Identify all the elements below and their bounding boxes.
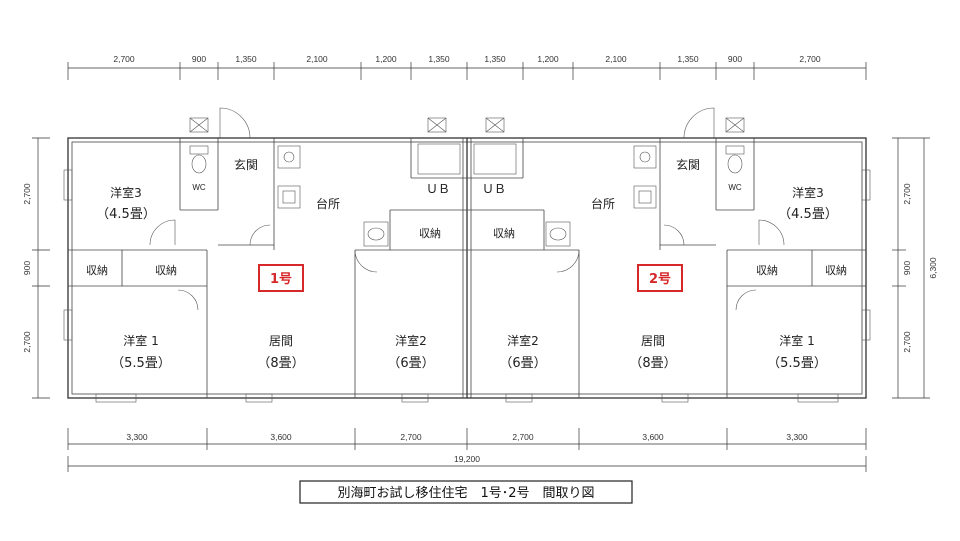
dim-top-12: 2,700 — [799, 54, 821, 64]
left-unit-labels: 洋室3 （4.5畳） WC 玄関 台所 収納 収納 洋室 1 （5.5畳） 居間… — [86, 157, 450, 371]
room-western3-label: 洋室3 — [792, 185, 824, 200]
room-kitchen-label: 台所 — [591, 196, 615, 211]
room-wc-label: WC — [728, 183, 742, 192]
dim-top-10: 1,350 — [677, 54, 699, 64]
room-wc-label: WC — [192, 183, 206, 192]
room-western1-label: 洋室 1 — [123, 333, 158, 348]
room-storage-b-label: 収納 — [155, 264, 177, 277]
right-dimension-line: 2,700 900 2,700 6,300 — [892, 137, 938, 399]
dim-bottom-1: 3,300 — [126, 432, 148, 442]
room-western2-label: 洋室2 — [395, 333, 427, 348]
room-western3-size: （4.5畳） — [778, 207, 838, 222]
dim-top-1: 2,700 — [113, 54, 135, 64]
dim-right-3: 2,700 — [902, 331, 912, 353]
bottom-dimension-line: 3,300 3,600 2,700 2,700 3,600 3,300 19,2… — [67, 428, 867, 472]
stove-icon — [277, 145, 301, 169]
sink-icon — [277, 185, 301, 209]
caption-box: 別海町お試し移住住宅 1号･2号 間取り図 — [299, 480, 633, 504]
room-western1-label: 洋室 1 — [779, 333, 814, 348]
room-storage-b-label: 収納 — [825, 264, 847, 277]
wash-basin-icon — [545, 221, 571, 247]
right-unit-labels: 洋室3 （4.5畳） WC 玄関 台所 収納 収納 洋室 1 （5.5畳） 居間… — [482, 157, 847, 371]
room-western1-size: （5.5畳） — [111, 356, 171, 371]
dim-left-1: 2,700 — [22, 183, 32, 205]
room-western1-size: （5.5畳） — [767, 356, 827, 371]
room-western3-label: 洋室3 — [110, 185, 142, 200]
windows — [63, 169, 871, 403]
room-living-label: 居間 — [269, 334, 293, 348]
fixtures — [189, 117, 745, 247]
bathtub-icon — [473, 143, 517, 175]
room-ub-label: ＵＢ — [482, 182, 506, 196]
dim-bottom-6: 3,300 — [786, 432, 808, 442]
room-storage-c-label: 収納 — [419, 227, 441, 240]
dim-top-5: 1,200 — [375, 54, 397, 64]
room-storage-a-label: 収納 — [86, 264, 108, 277]
dim-top-3: 1,350 — [235, 54, 257, 64]
caption-title: 別海町お試し移住住宅 1号･2号 間取り図 — [337, 485, 594, 501]
dim-bottom-2: 3,600 — [270, 432, 292, 442]
sink-icon — [633, 185, 657, 209]
dim-left-2: 900 — [22, 261, 32, 275]
room-western2-label: 洋室2 — [507, 333, 539, 348]
room-western2-size: （6畳） — [387, 356, 434, 371]
top-dimension-line: 2,700 900 1,350 2,100 1,200 1,350 1,350 … — [67, 54, 867, 80]
vent-icon — [189, 117, 209, 133]
dim-top-4: 2,100 — [306, 54, 328, 64]
dim-left-3: 2,700 — [22, 331, 32, 353]
dim-bottom-5: 3,600 — [642, 432, 664, 442]
vent-icon — [427, 117, 447, 133]
room-ub-label: ＵＢ — [426, 182, 450, 196]
dim-top-11: 900 — [728, 54, 742, 64]
left-dimension-line: 2,700 900 2,700 — [22, 137, 50, 399]
stove-icon — [633, 145, 657, 169]
dim-bottom-3: 2,700 — [400, 432, 422, 442]
vent-icon — [725, 117, 745, 133]
room-storage-c-label: 収納 — [493, 227, 515, 240]
dim-bottom-total: 19,200 — [454, 454, 480, 464]
room-living-label: 居間 — [641, 334, 665, 348]
room-western3-size: （4.5畳） — [96, 207, 156, 222]
unit-2-label: 2号 — [649, 272, 671, 287]
unit-1-badge: 1号 — [258, 264, 304, 292]
dim-right-2: 900 — [902, 261, 912, 275]
doors — [149, 107, 785, 311]
bathtub-icon — [417, 143, 461, 175]
dim-top-9: 2,100 — [605, 54, 627, 64]
dim-right-1: 2,700 — [902, 183, 912, 205]
room-living-size: （8畳） — [629, 356, 676, 371]
room-entrance-label: 玄関 — [234, 157, 258, 172]
dim-right-total: 6,300 — [928, 257, 938, 279]
unit-1-label: 1号 — [270, 272, 292, 287]
dim-top-6: 1,350 — [428, 54, 450, 64]
unit-2-badge: 2号 — [637, 264, 683, 292]
toilet-icon — [725, 145, 745, 174]
vent-icon — [485, 117, 505, 133]
room-kitchen-label: 台所 — [316, 196, 340, 211]
room-western2-size: （6畳） — [499, 356, 546, 371]
building-walls — [67, 137, 867, 399]
room-storage-a-label: 収納 — [756, 264, 778, 277]
dim-top-2: 900 — [192, 54, 206, 64]
toilet-icon — [189, 145, 209, 174]
wash-basin-icon — [363, 221, 389, 247]
dim-top-7: 1,350 — [484, 54, 506, 64]
dim-top-8: 1,200 — [537, 54, 559, 64]
room-entrance-label: 玄関 — [676, 157, 700, 172]
dim-bottom-4: 2,700 — [512, 432, 534, 442]
room-living-size: （8畳） — [257, 356, 304, 371]
